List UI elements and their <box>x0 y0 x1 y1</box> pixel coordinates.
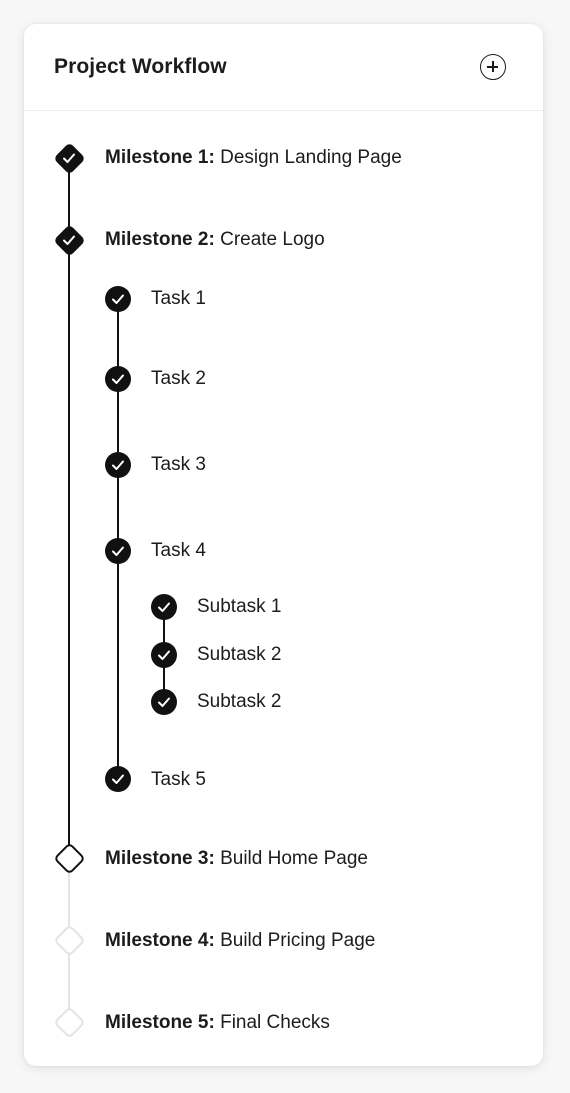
page-title: Project Workflow <box>54 55 227 78</box>
milestone-name: Final Checks <box>220 1012 330 1033</box>
subtask-done-marker <box>151 689 177 715</box>
check-icon <box>112 774 124 784</box>
check-icon <box>158 650 170 660</box>
milestone-name: Design Landing Page <box>220 147 402 168</box>
task-done-marker <box>105 366 131 392</box>
subtask-2-label[interactable]: Subtask 2 <box>197 644 282 665</box>
check-icon <box>158 697 170 707</box>
milestone-5-label[interactable]: Milestone 5: Final Checks <box>105 1012 330 1034</box>
workflow-card: Project Workflow <box>24 24 543 1066</box>
milestone-prefix: Milestone 3: <box>105 848 215 869</box>
subtask-1-label[interactable]: Subtask 1 <box>197 596 282 617</box>
milestone-prefix: Milestone 5: <box>105 1012 215 1033</box>
task-3-label[interactable]: Task 3 <box>151 454 206 475</box>
check-icon <box>112 374 124 384</box>
subtask-3-label[interactable]: Subtask 2 <box>197 691 282 712</box>
task-done-marker <box>105 286 131 312</box>
milestone-prefix: Milestone 4: <box>105 930 215 951</box>
task-2-label[interactable]: Task 2 <box>151 368 206 389</box>
check-icon <box>112 294 124 304</box>
check-icon <box>112 546 124 556</box>
task-1-label[interactable]: Task 1 <box>151 288 206 309</box>
task-done-marker <box>105 452 131 478</box>
card-header: Project Workflow <box>24 24 543 111</box>
check-icon <box>63 153 75 163</box>
add-icon[interactable] <box>480 54 506 80</box>
milestone-3-label[interactable]: Milestone 3: Build Home Page <box>105 848 368 870</box>
check-icon <box>112 460 124 470</box>
milestone-name: Build Pricing Page <box>220 930 376 951</box>
plus-vertical-stroke <box>492 61 494 72</box>
check-icon <box>63 235 75 245</box>
task-4-label[interactable]: Task 4 <box>151 540 206 561</box>
milestone-prefix: Milestone 2: <box>105 229 215 250</box>
task-done-marker <box>105 766 131 792</box>
subtask-done-marker <box>151 642 177 668</box>
milestone-2-label[interactable]: Milestone 2: Create Logo <box>105 229 325 251</box>
check-icon <box>158 602 170 612</box>
milestone-1-label[interactable]: Milestone 1: Design Landing Page <box>105 147 402 169</box>
milestone-prefix: Milestone 1: <box>105 147 215 168</box>
milestone-connector-complete <box>68 158 70 858</box>
subtask-done-marker <box>151 594 177 620</box>
milestone-name: Build Home Page <box>220 848 368 869</box>
milestone-name: Create Logo <box>220 229 325 250</box>
milestone-4-label[interactable]: Milestone 4: Build Pricing Page <box>105 930 375 952</box>
task-5-label[interactable]: Task 5 <box>151 769 206 790</box>
task-done-marker <box>105 538 131 564</box>
